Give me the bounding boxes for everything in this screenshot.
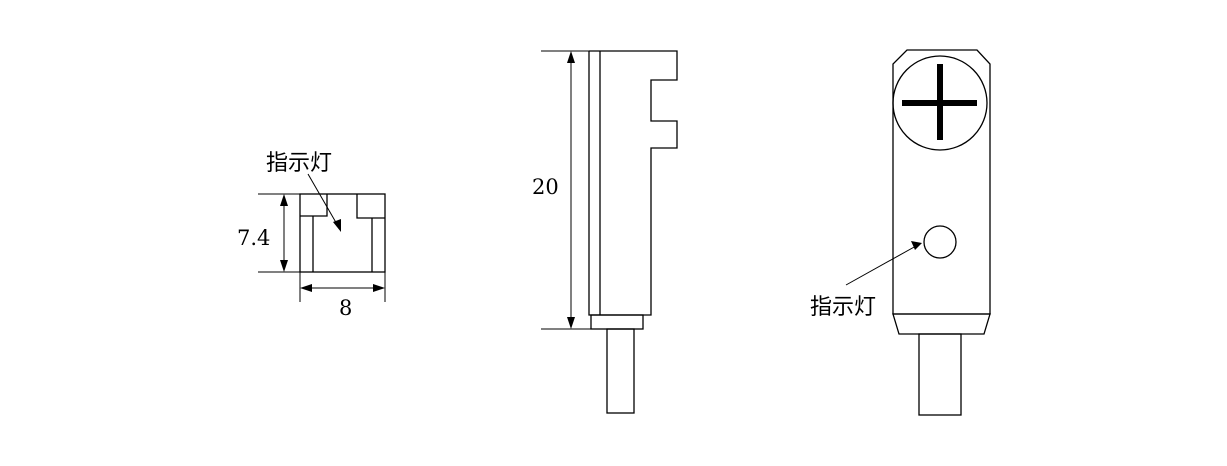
top-indicator-arrow: [911, 241, 922, 250]
front-indicator-label: 指示灯: [266, 151, 332, 176]
front-height-label: 7.4: [237, 226, 270, 250]
front-width-label: 8: [339, 296, 352, 320]
front-width-arrow-left: [300, 284, 312, 292]
side-height-arrow-bottom: [567, 317, 575, 329]
top-view-cable: [918, 333, 962, 416]
front-height-arrow-top: [280, 194, 288, 206]
front-view-right-notch: [356, 194, 385, 219]
front-view-left-notch: [300, 194, 328, 217]
side-view: 20: [532, 50, 678, 414]
front-height-arrow-bottom: [280, 260, 288, 272]
top-view: 指示灯: [810, 49, 991, 416]
front-indicator-arrow: [333, 219, 341, 232]
top-indicator-label: 指示灯: [810, 295, 876, 320]
side-view-neck: [590, 314, 644, 330]
indicator-lamp: [923, 225, 957, 259]
front-indicator-leader: [307, 173, 339, 227]
side-height-label: 20: [532, 175, 559, 199]
top-indicator-leader: [845, 245, 917, 286]
front-width-arrow-right: [373, 284, 385, 292]
side-view-body: [588, 50, 678, 316]
front-view: 7.4 8 指示灯: [237, 151, 386, 320]
potentiometer-dial: [892, 55, 988, 151]
top-view-neck: [892, 313, 991, 335]
side-height-arrow-top: [567, 51, 575, 63]
side-view-cable: [606, 328, 635, 414]
front-view-body: [299, 193, 386, 273]
